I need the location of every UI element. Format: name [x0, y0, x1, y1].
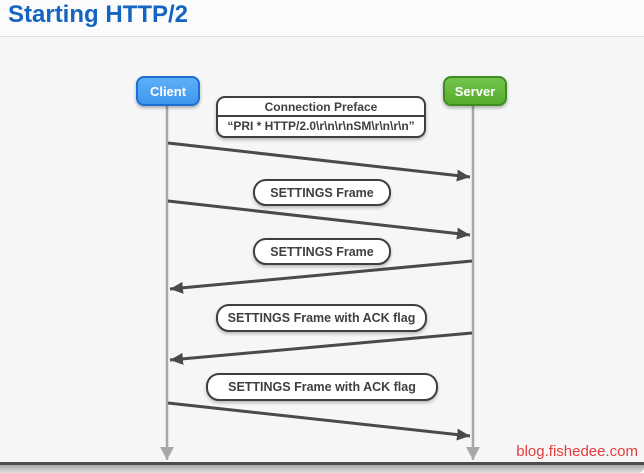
connection-preface-title: Connection Preface: [218, 98, 424, 117]
arrow-settings-server-to-client: [169, 259, 473, 294]
client-actor-label: Client: [149, 83, 187, 99]
watermark: blog.fishedee.com: [516, 443, 638, 460]
arrow-settings-client-to-server: [167, 199, 471, 240]
bottom-edge: [0, 462, 644, 473]
connection-preface-note: Connection Preface “PRI * HTTP/2.0\r\n\r…: [216, 96, 426, 138]
settings-frame-label-1: SETTINGS Frame: [253, 179, 391, 206]
settings-frame-label-2: SETTINGS Frame: [253, 238, 391, 265]
server-actor-box: Server: [443, 76, 507, 106]
title-bar: Starting HTTP/2: [0, 0, 644, 37]
settings-ack-label-1: SETTINGS Frame with ACK flag: [216, 304, 427, 332]
arrow-connection-preface: [167, 141, 471, 182]
arrow-ack-server-to-client: [169, 331, 473, 365]
client-actor-box: Client: [136, 76, 200, 106]
settings-ack-label-2: SETTINGS Frame with ACK flag: [206, 373, 438, 401]
page-title: Starting HTTP/2: [8, 1, 189, 28]
connection-preface-body: “PRI * HTTP/2.0\r\n\r\nSM\r\n\r\n”: [227, 119, 415, 133]
server-actor-label: Server: [454, 83, 496, 99]
arrow-ack-client-to-server: [167, 401, 471, 441]
